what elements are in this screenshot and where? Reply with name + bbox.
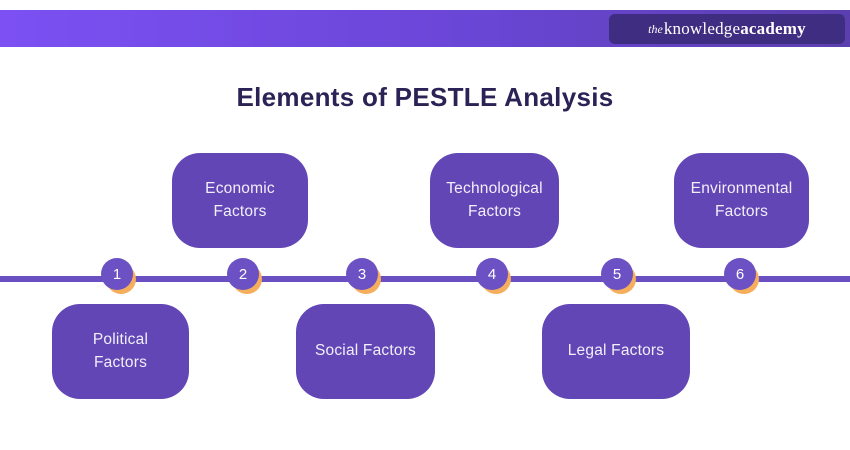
marker-number-5: 5 bbox=[601, 258, 633, 290]
factor-box-legal: Legal Factors bbox=[542, 304, 690, 399]
factor-box-economic: Economic Factors bbox=[172, 153, 308, 248]
brand-logo-academy: academy bbox=[740, 19, 806, 38]
marker-number-1: 1 bbox=[101, 258, 133, 290]
factor-box-social: Social Factors bbox=[296, 304, 435, 399]
timeline-marker-3: 3 bbox=[346, 258, 381, 294]
timeline-marker-5: 5 bbox=[601, 258, 636, 294]
brand-logo-knowledge: knowledge bbox=[663, 19, 741, 38]
marker-number-3: 3 bbox=[346, 258, 378, 290]
timeline-marker-2: 2 bbox=[227, 258, 262, 294]
timeline-marker-1: 1 bbox=[101, 258, 136, 294]
factor-box-environmental: Environmental Factors bbox=[674, 153, 809, 248]
marker-number-6: 6 bbox=[724, 258, 756, 290]
factor-box-technological: Technological Factors bbox=[430, 153, 559, 248]
timeline-line bbox=[0, 276, 850, 282]
timeline-marker-4: 4 bbox=[476, 258, 511, 294]
factor-box-political: Political Factors bbox=[52, 304, 189, 399]
timeline-marker-6: 6 bbox=[724, 258, 759, 294]
marker-number-2: 2 bbox=[227, 258, 259, 290]
page-title: Elements of PESTLE Analysis bbox=[236, 82, 614, 112]
brand-logo-the: the bbox=[648, 21, 663, 36]
marker-number-4: 4 bbox=[476, 258, 508, 290]
